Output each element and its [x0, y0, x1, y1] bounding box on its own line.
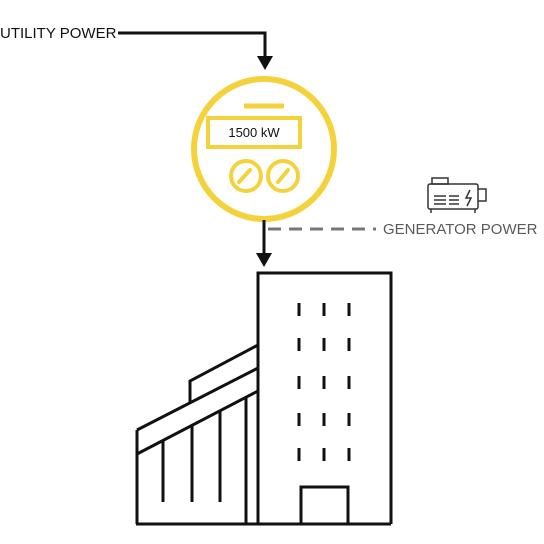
building-arrow-icon	[256, 253, 272, 267]
industrial-building-icon	[135, 271, 393, 526]
meter-reading: 1500 kW	[228, 125, 280, 140]
utility-feed-line	[118, 31, 267, 58]
generator-icon	[427, 177, 487, 213]
utility-arrow-icon	[257, 56, 273, 70]
power-meter-icon	[191, 76, 337, 222]
utility-power-label: UTILITY POWER	[0, 25, 117, 42]
building-windows	[297, 303, 351, 461]
generator-power-label: GENERATOR POWER	[383, 221, 538, 238]
